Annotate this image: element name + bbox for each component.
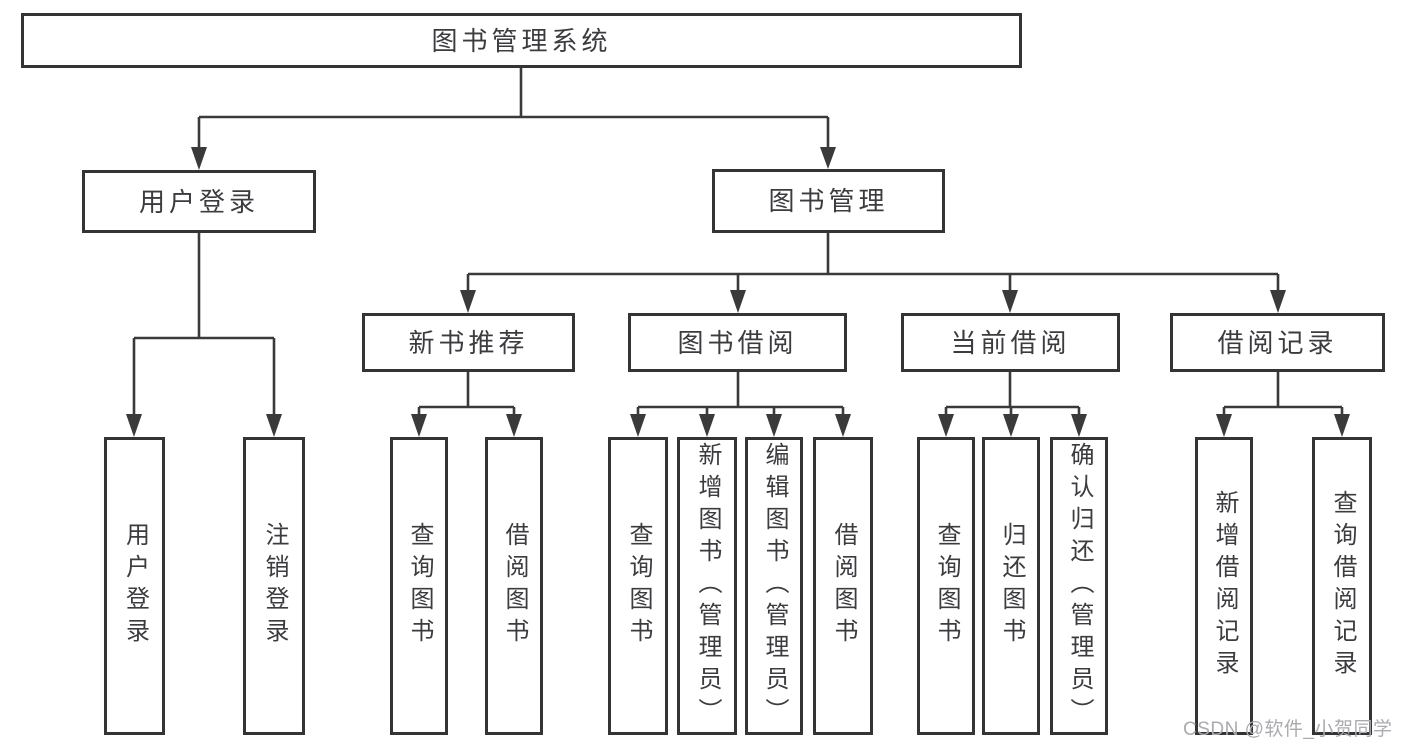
node-add-book-admin: 新增图书（管理员） [677, 437, 737, 735]
node-user-login: 用户登录 [82, 170, 316, 233]
node-current-borrow: 当前借阅 [901, 313, 1120, 372]
node-query-borrow-record: 查询借阅记录 [1312, 437, 1372, 735]
connector-level3 [417, 372, 1344, 415]
node-logout: 注销登录 [243, 437, 305, 735]
node-borrow-books-recommend: 借阅图书 [485, 437, 543, 735]
node-library-system: 图书管理系统 [21, 13, 1022, 68]
arrowheads [126, 147, 1350, 437]
node-borrow-books-leaf: 借阅图书 [813, 437, 873, 735]
node-query-books-current: 查询图书 [917, 437, 975, 735]
node-edit-book-admin: 编辑图书（管理员） [745, 437, 803, 735]
node-new-book-recommend: 新书推荐 [362, 313, 575, 372]
node-book-management: 图书管理 [712, 169, 945, 233]
node-query-books-borrow: 查询图书 [608, 437, 668, 735]
csdn-watermark: CSDN @软件_小贺同学 [1183, 719, 1393, 740]
node-return-book: 归还图书 [982, 437, 1040, 735]
node-borrow-records: 借阅记录 [1170, 313, 1385, 372]
node-query-books-recommend: 查询图书 [390, 437, 448, 735]
node-user-login-leaf: 用户登录 [104, 437, 165, 735]
connector-user-login [132, 233, 276, 415]
node-book-borrow: 图书借阅 [628, 313, 847, 372]
connector-root [197, 68, 830, 148]
node-confirm-return-admin: 确认归还（管理员） [1050, 437, 1108, 735]
connector-book-management [466, 233, 1280, 291]
node-add-borrow-record: 新增借阅记录 [1195, 437, 1253, 735]
